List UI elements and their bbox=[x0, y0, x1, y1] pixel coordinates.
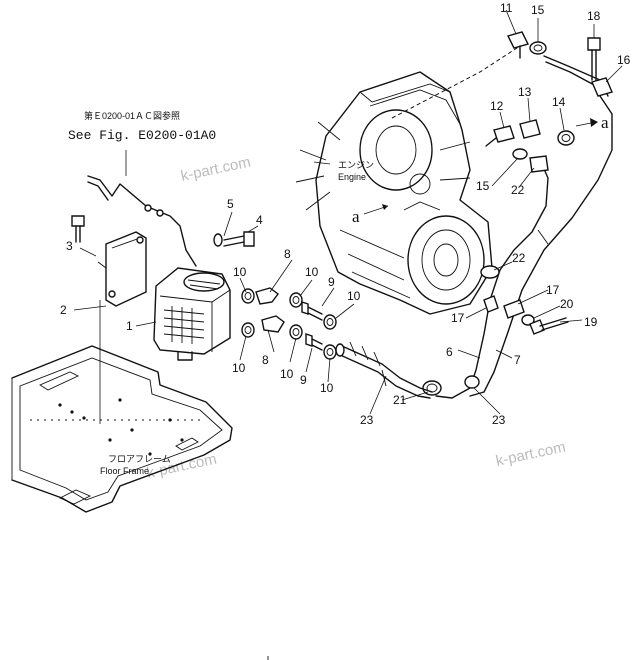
fitting-12 bbox=[485, 125, 515, 147]
callout-16: 16 bbox=[617, 53, 631, 67]
elbow-8-lower bbox=[261, 315, 285, 333]
hose-6 bbox=[435, 159, 549, 399]
leader-lines bbox=[73, 9, 623, 415]
nut-20 bbox=[521, 314, 535, 326]
fitting-17-right bbox=[503, 299, 525, 319]
callout-4: 4 bbox=[256, 213, 263, 227]
callout-22-upper: 22 bbox=[511, 183, 525, 197]
floor-label-jp: フロアフレーム bbox=[108, 454, 171, 464]
callout-17-left: 17 bbox=[451, 311, 465, 325]
pump-1 bbox=[153, 267, 231, 361]
elbow-8-upper bbox=[255, 287, 279, 305]
bolt-19 bbox=[529, 317, 569, 335]
watermark-1: k-part.com bbox=[179, 154, 252, 185]
callout-3: 3 bbox=[66, 239, 73, 253]
callouts: 11 15 18 16 12 13 14 15 22 22 17 17 20 1… bbox=[60, 1, 631, 427]
callout-1: 1 bbox=[126, 319, 133, 333]
callout-10-l2: 10 bbox=[232, 361, 246, 375]
callout-2: 2 bbox=[60, 303, 67, 317]
fitting-17-left bbox=[483, 295, 499, 313]
callout-8-bottom: 8 bbox=[262, 353, 269, 367]
hose-7 bbox=[469, 95, 613, 397]
reference-note-jp: 第Ｅ0200-01ＡＣ図参照 bbox=[84, 110, 180, 121]
bolts-9 bbox=[301, 301, 323, 351]
washers-10 bbox=[241, 288, 337, 360]
callout-12: 12 bbox=[490, 99, 504, 113]
clamp-23-right bbox=[464, 375, 480, 389]
callout-18: 18 bbox=[587, 9, 601, 23]
callout-13: 13 bbox=[518, 85, 532, 99]
fitting-13 bbox=[519, 119, 541, 139]
engine-label-jp: エンジン bbox=[338, 160, 374, 170]
clamp-15-mid bbox=[512, 148, 528, 160]
clamp-15-top bbox=[529, 41, 547, 55]
callout-5: 5 bbox=[227, 197, 234, 211]
clamp-22-upper bbox=[529, 155, 549, 173]
callout-10-l1: 10 bbox=[233, 265, 247, 279]
view-marker-a-right: a bbox=[601, 113, 609, 132]
reference-note-en: See Fig. E0200-01A0 bbox=[68, 128, 216, 143]
callout-10-m2: 10 bbox=[280, 367, 294, 381]
view-marker-a-engine: a bbox=[352, 207, 360, 226]
callout-23-right: 23 bbox=[492, 413, 506, 427]
callout-21: 21 bbox=[393, 393, 407, 407]
clamp-22-lower bbox=[480, 265, 500, 279]
callout-10-r2: 10 bbox=[320, 381, 334, 395]
callout-15-top: 15 bbox=[531, 3, 545, 17]
nut-14 bbox=[557, 130, 575, 146]
callout-23-left: 23 bbox=[360, 413, 374, 427]
callout-22-lower: 22 bbox=[512, 251, 526, 265]
callout-7: 7 bbox=[514, 353, 521, 367]
pipe-23 bbox=[335, 341, 433, 399]
bolt-3 bbox=[71, 215, 85, 243]
floor-label-en: Floor Frame bbox=[100, 466, 149, 476]
fitting-11 bbox=[506, 31, 530, 59]
clamp-16 bbox=[591, 77, 613, 97]
washer-5 bbox=[213, 233, 223, 247]
callout-9-top: 9 bbox=[328, 275, 335, 289]
callout-11: 11 bbox=[500, 1, 513, 15]
callout-8-top: 8 bbox=[284, 247, 291, 261]
callout-17-right: 17 bbox=[546, 283, 560, 297]
callout-10-m1: 10 bbox=[305, 265, 319, 279]
engine bbox=[295, 45, 521, 315]
engine-label-en: Engine bbox=[338, 172, 366, 182]
callout-10-r1: 10 bbox=[347, 289, 361, 303]
callout-15-mid: 15 bbox=[476, 179, 490, 193]
callout-9-bottom: 9 bbox=[300, 373, 307, 387]
bolt-18 bbox=[587, 37, 601, 81]
watermark-3: k-part.com bbox=[494, 439, 567, 470]
floor-frame bbox=[11, 345, 233, 513]
wire-harness bbox=[87, 150, 197, 267]
callout-19: 19 bbox=[584, 315, 598, 329]
callout-14: 14 bbox=[552, 95, 566, 109]
bolt-4 bbox=[223, 231, 255, 247]
bracket-2 bbox=[97, 231, 147, 307]
callout-20: 20 bbox=[560, 297, 574, 311]
callout-6: 6 bbox=[446, 345, 453, 359]
